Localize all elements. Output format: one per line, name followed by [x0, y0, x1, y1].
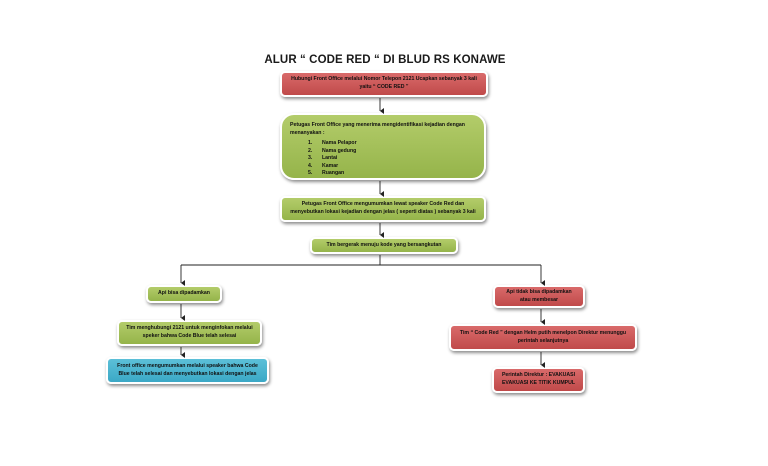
- identify-list-item: 2.Nama gedung: [308, 147, 357, 154]
- step-call-front-office-text: Hubungi Front Office melalui Nomor Telep…: [291, 76, 477, 90]
- right-evacuate-assembly-text: EVAKUASI KE TITIK KUMPUL: [501, 380, 576, 386]
- step-team-moves: Tim bergerak menuju kode yang bersangkut…: [310, 237, 458, 254]
- left-fire-extinguished: Api bisa dipadamkan: [146, 285, 222, 303]
- right-team-calls-director: Tim “ Code Red ” dengan Helm putih menel…: [449, 324, 637, 351]
- right-director-order-text: Perintah Direktur : EVAKUASI: [501, 372, 576, 379]
- left-team-calls-text: Tim menghubungi 2121 untuk menginfokan m…: [126, 325, 253, 339]
- step-team-moves-text: Tim bergerak menuju kode yang bersangkut…: [326, 241, 442, 248]
- right-fire-not-extinguished: Api tidak bisa dipadamkan atau membesar: [493, 285, 585, 308]
- step-call-front-office: Hubungi Front Office melalui Nomor Telep…: [280, 71, 488, 97]
- identify-list: 1.Nama Pelapor 2.Nama gedung 3.Lantai 4.…: [290, 140, 476, 178]
- left-team-calls-2121: Tim menghubungi 2121 untuk menginfokan m…: [117, 320, 262, 346]
- left-front-office-announce-text: Front office mengumumkan melalui speaker…: [117, 362, 258, 377]
- step-announce-code-red: Petugas Front Office mengumumkan lewat s…: [280, 196, 486, 222]
- step-identify-incident: Petugas Front Office yang menerima mengi…: [280, 113, 486, 180]
- identify-list-item: 3.Lantai: [308, 155, 338, 162]
- right-team-calls-director-text: Tim “ Code Red ” dengan Helm putih menel…: [459, 329, 627, 344]
- left-fire-extinguished-text: Api bisa dipadamkan: [158, 290, 210, 297]
- identify-list-item: 4.Kamar: [308, 162, 339, 169]
- right-fire-not-extinguished-text: Api tidak bisa dipadamkan atau membesar: [506, 288, 572, 303]
- identify-list-item: 5.Ruangan: [308, 170, 345, 177]
- identify-list-item: 1.Nama Pelapor: [308, 140, 357, 147]
- step-identify-intro: Petugas Front Office yang menerima mengi…: [290, 122, 465, 136]
- chart-title: ALUR “ CODE RED “ DI BLUD RS KONAWE: [264, 54, 506, 66]
- step-announce-text: Petugas Front Office mengumumkan lewat s…: [290, 201, 476, 215]
- right-director-evacuate: Perintah Direktur : EVAKUASI EVAKUASI KE…: [492, 367, 585, 393]
- left-front-office-announce: Front office mengumumkan melalui speaker…: [106, 357, 269, 384]
